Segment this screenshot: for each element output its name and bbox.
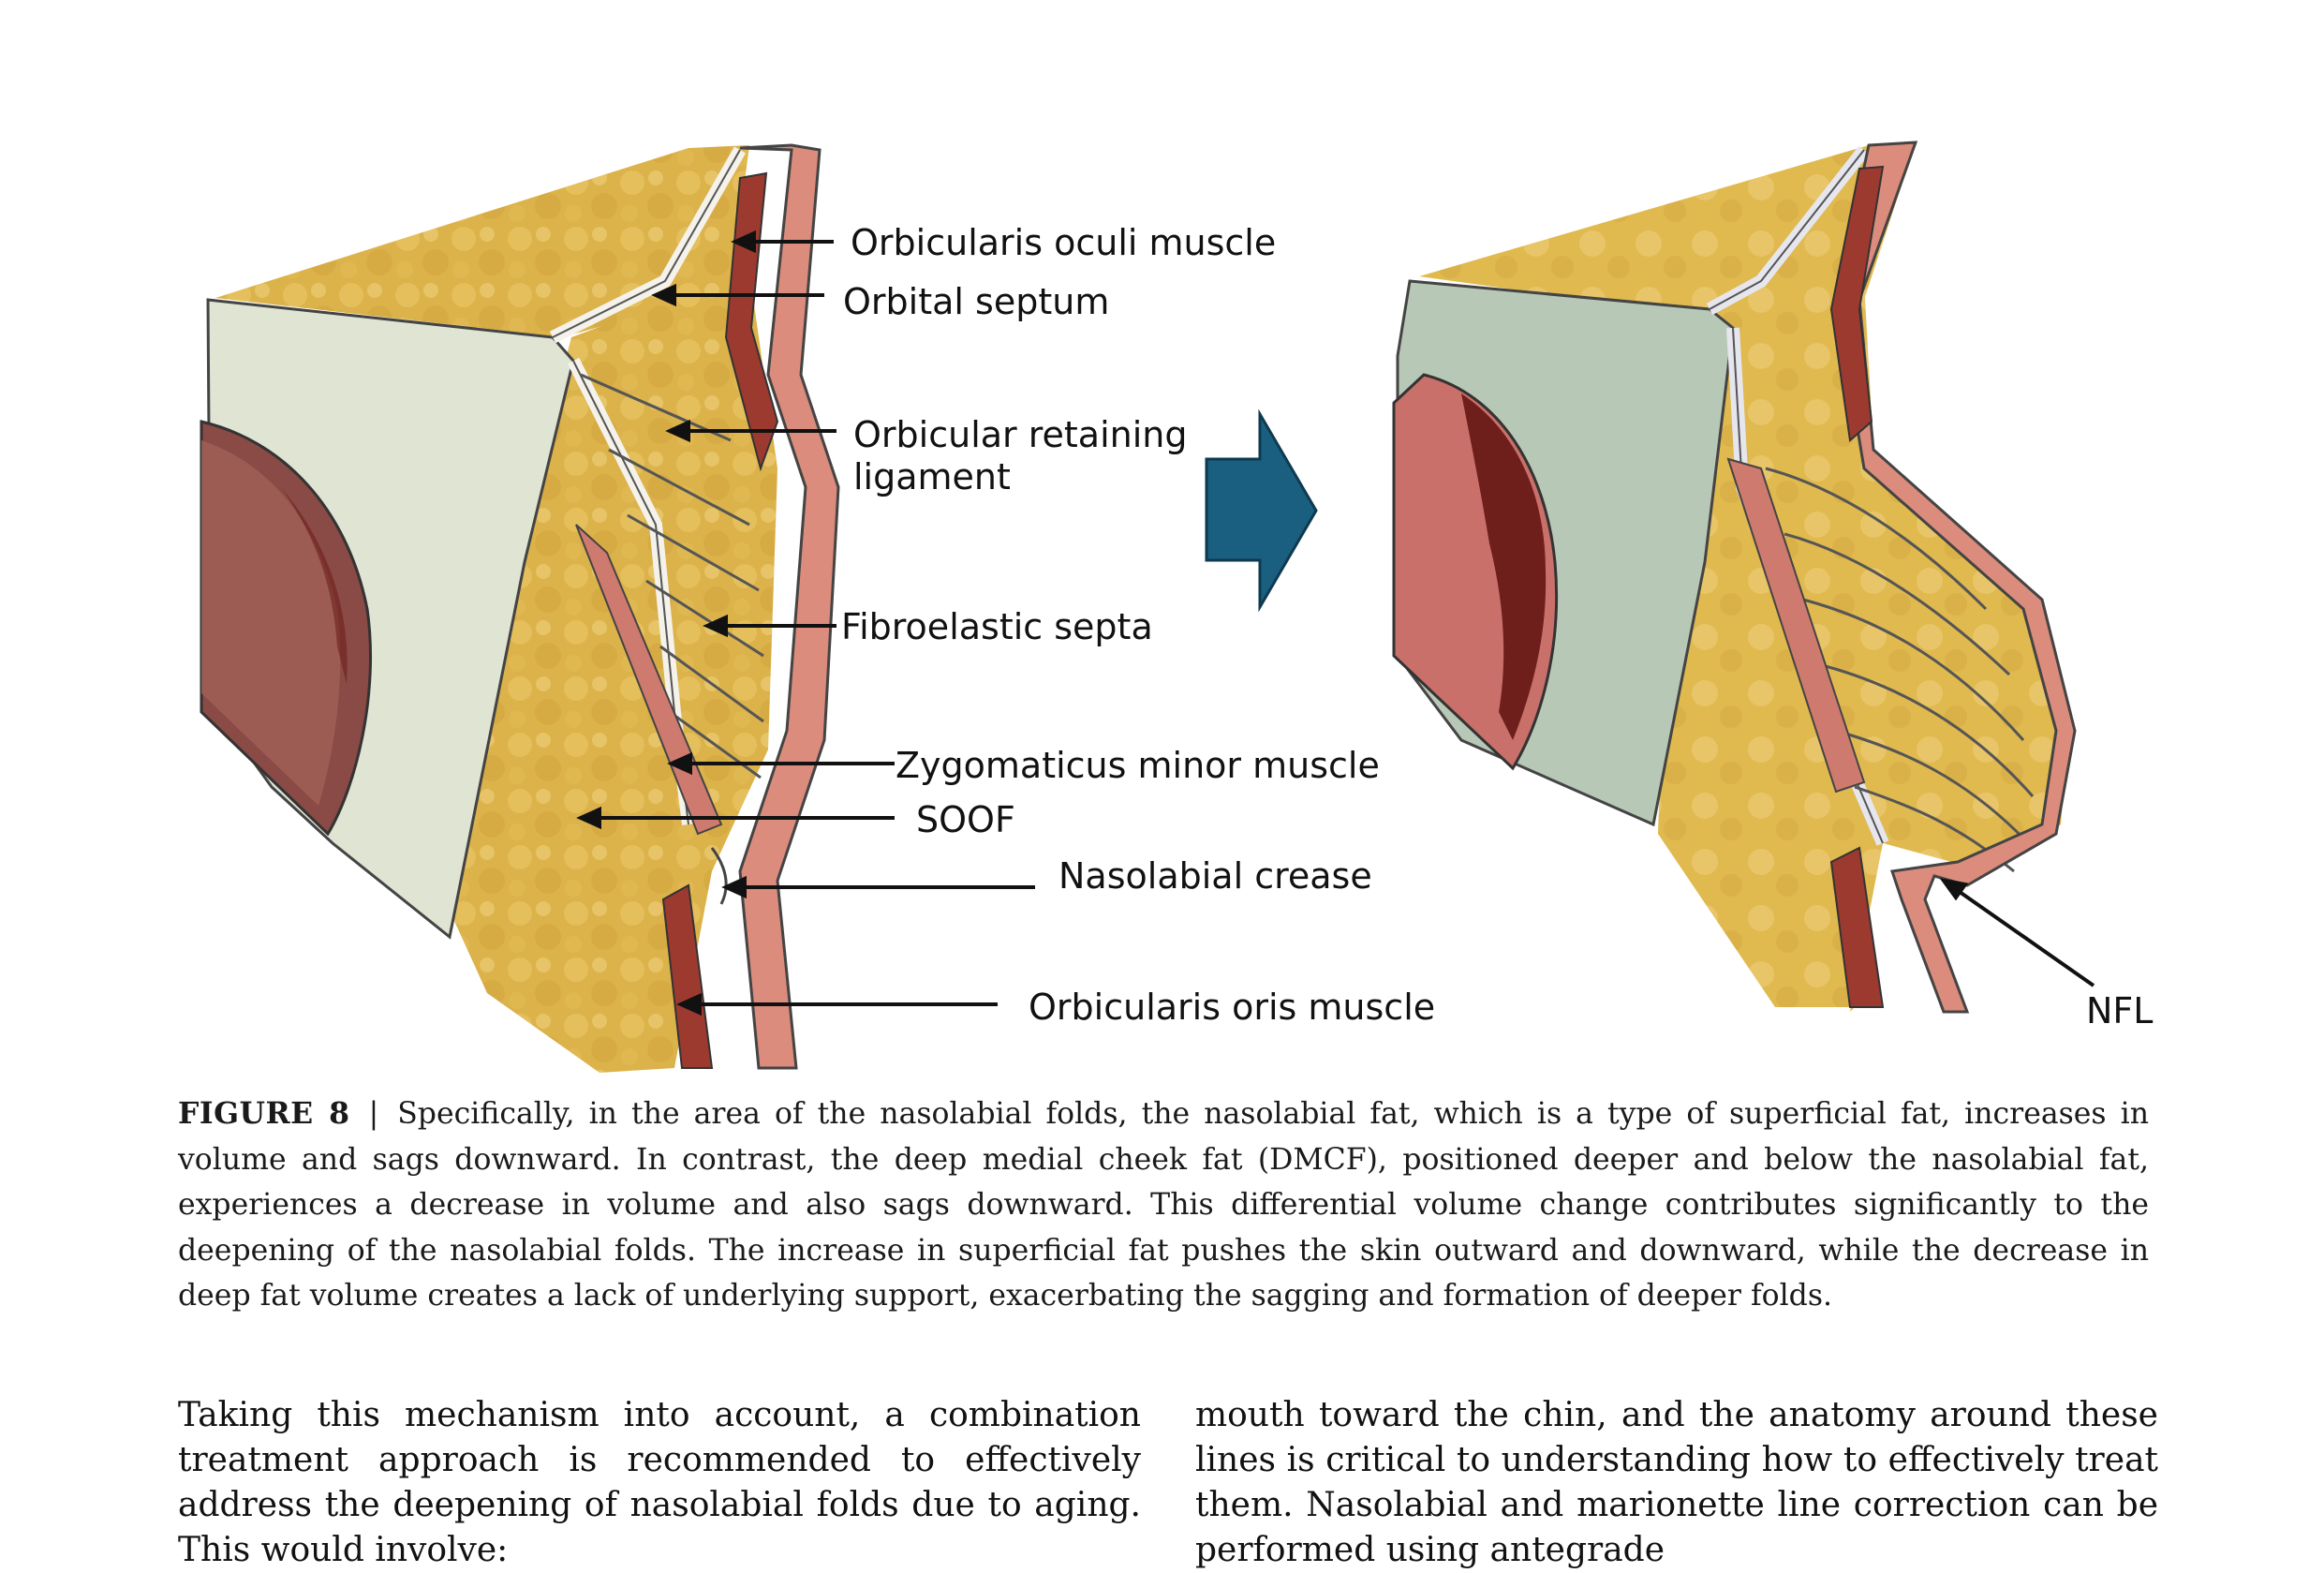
- left-leader-arrows: [576, 230, 1035, 1017]
- right-cheek-fat: [1658, 281, 2070, 1012]
- left-orbicularis-oris: [661, 883, 714, 1069]
- right-fibroelastic-septa: [1765, 467, 2035, 873]
- label-orbicular-retaining-2: ligament: [853, 456, 1011, 497]
- label-orbicularis-oris: Orbicularis oris muscle: [1029, 987, 1435, 1028]
- caption-separator: |: [368, 1097, 379, 1131]
- left-illustration: [200, 143, 840, 1073]
- label-orbicular-retaining-1: Orbicular retaining: [853, 414, 1188, 455]
- transition-arrow: [1205, 408, 1318, 613]
- body-text-right-column: mouth toward the chin, and the anatomy a…: [1195, 1396, 2158, 1569]
- right-orbicularis-oris: [1829, 846, 1885, 1008]
- nfl-pointer: [1939, 878, 2095, 987]
- figure-label: FIGURE 8: [178, 1096, 350, 1131]
- left-skin: [738, 143, 840, 1070]
- right-illustration: [1392, 141, 2077, 1014]
- left-fibroelastic-septa: [580, 373, 764, 779]
- right-zygomaticus: [1726, 457, 1866, 794]
- right-upper-fat: [1419, 142, 1916, 319]
- left-cheek-fat: [440, 272, 777, 1073]
- label-orbital-septum: Orbital septum: [843, 281, 1109, 322]
- left-upper-fat: [215, 145, 749, 337]
- left-nasolabial-crease: [710, 847, 728, 905]
- label-nasolabial-crease: Nasolabial crease: [1058, 855, 1372, 897]
- left-labels: Orbicularis oculi muscle Orbital septum …: [841, 222, 1435, 1028]
- label-zygomaticus-minor: Zygomaticus minor muscle: [896, 745, 1380, 786]
- label-nfl: NFL: [2086, 990, 2153, 1031]
- label-soof: SOOF: [916, 799, 1015, 840]
- label-fibroelastic-septa: Fibroelastic septa: [841, 606, 1153, 647]
- figure-caption: FIGURE 8 |Specifically, in the area of th…: [178, 1091, 2149, 1319]
- label-orbicularis-oculi: Orbicularis oculi muscle: [851, 222, 1276, 263]
- body-text-left-column: Taking this mechanism into account, a co…: [178, 1396, 1141, 1569]
- anatomy-figure: Orbicularis oculi muscle Orbital septum …: [200, 141, 2153, 1073]
- right-orbicularis-oculi: [1829, 165, 1885, 442]
- caption-text: Specifically, in the area of the nasolab…: [178, 1097, 2150, 1313]
- left-orbicularis-oculi: [724, 171, 779, 472]
